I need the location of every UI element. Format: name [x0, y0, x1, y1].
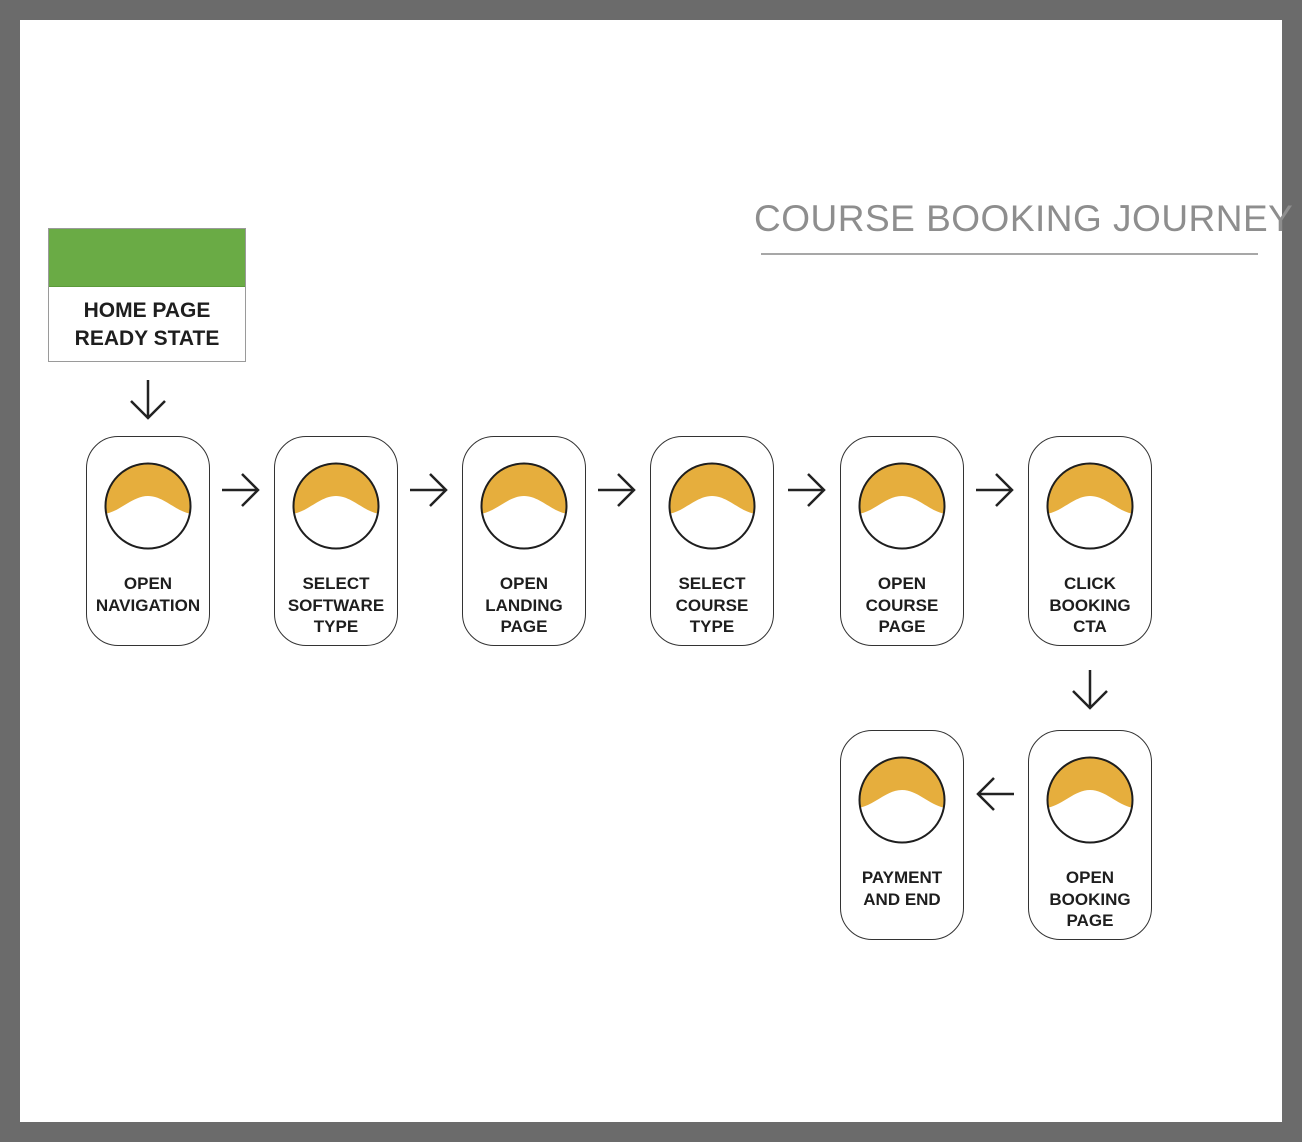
step-open-landing-page: OPEN LANDING PAGE	[462, 436, 586, 646]
step-label-line: TYPE	[313, 617, 359, 636]
arrow-down-icon	[130, 380, 166, 420]
start-node-color-bar	[49, 229, 245, 287]
step-label: PAYMENT AND END	[841, 867, 963, 910]
step-label-line: CTA	[1073, 617, 1107, 636]
step-icon	[858, 756, 946, 844]
start-node-label: HOME PAGE READY STATE	[49, 297, 245, 353]
step-label: OPEN COURSE PAGE	[841, 573, 963, 638]
step-label-line: LANDING	[485, 595, 563, 615]
step-icon	[1046, 462, 1134, 550]
start-node-line-2: READY STATE	[74, 327, 220, 350]
step-label: OPEN LANDING PAGE	[463, 573, 585, 638]
step-label-line: PAGE	[1066, 911, 1114, 930]
step-icon	[480, 462, 568, 550]
step-label: SELECT SOFTWARE TYPE	[275, 573, 397, 638]
step-payment-and-end: PAYMENT AND END	[840, 730, 964, 940]
step-label-line: AND END	[863, 889, 941, 909]
step-label: OPEN BOOKING PAGE	[1029, 867, 1151, 932]
arrow-right-icon	[598, 473, 636, 507]
step-label-line: COURSE	[675, 595, 749, 615]
step-label: SELECT COURSE TYPE	[651, 573, 773, 638]
diagram-canvas: COURSE BOOKING JOURNEY HOME PAGE READY S…	[20, 20, 1293, 1122]
step-label-line: BOOKING	[1049, 595, 1131, 615]
step-icon	[858, 462, 946, 550]
step-label-line: COURSE	[865, 595, 939, 615]
step-label-line: SELECT	[678, 574, 746, 593]
step-click-booking-cta: CLICK BOOKING CTA	[1028, 436, 1152, 646]
step-label-line: OPEN	[877, 574, 927, 593]
step-label-line: BOOKING	[1049, 889, 1131, 909]
step-label: OPEN NAVIGATION	[87, 573, 209, 616]
step-open-booking-page: OPEN BOOKING PAGE	[1028, 730, 1152, 940]
step-icon	[1046, 756, 1134, 844]
arrow-left-icon	[976, 777, 1014, 811]
step-select-course-type: SELECT COURSE TYPE	[650, 436, 774, 646]
step-icon	[104, 462, 192, 550]
step-select-software-type: SELECT SOFTWARE TYPE	[274, 436, 398, 646]
step-open-navigation: OPEN NAVIGATION	[86, 436, 210, 646]
step-label-line: OPEN	[499, 574, 549, 593]
step-icon	[292, 462, 380, 550]
arrow-right-icon	[976, 473, 1014, 507]
arrow-right-icon	[222, 473, 260, 507]
arrow-right-icon	[410, 473, 448, 507]
start-node-line-1: HOME PAGE	[83, 299, 211, 322]
step-label-line: PAGE	[500, 617, 548, 636]
step-label-line: OPEN	[123, 574, 173, 593]
step-open-course-page: OPEN COURSE PAGE	[840, 436, 964, 646]
step-icon	[668, 462, 756, 550]
start-node: HOME PAGE READY STATE	[48, 228, 246, 362]
arrow-down-icon	[1072, 670, 1108, 710]
step-label-line: SOFTWARE	[287, 595, 385, 615]
step-label-line: PAYMENT	[861, 868, 943, 887]
step-label-line: PAGE	[878, 617, 926, 636]
step-label-line: TYPE	[689, 617, 735, 636]
step-label-line: SELECT	[302, 574, 370, 593]
diagram-title: COURSE BOOKING JOURNEY	[754, 198, 1294, 239]
step-label-line: CLICK	[1064, 574, 1116, 593]
step-label: CLICK BOOKING CTA	[1029, 573, 1151, 638]
step-label-line: OPEN	[1065, 868, 1115, 887]
arrow-right-icon	[788, 473, 826, 507]
step-label-line: NAVIGATION	[95, 595, 201, 615]
title-underline	[761, 253, 1258, 255]
